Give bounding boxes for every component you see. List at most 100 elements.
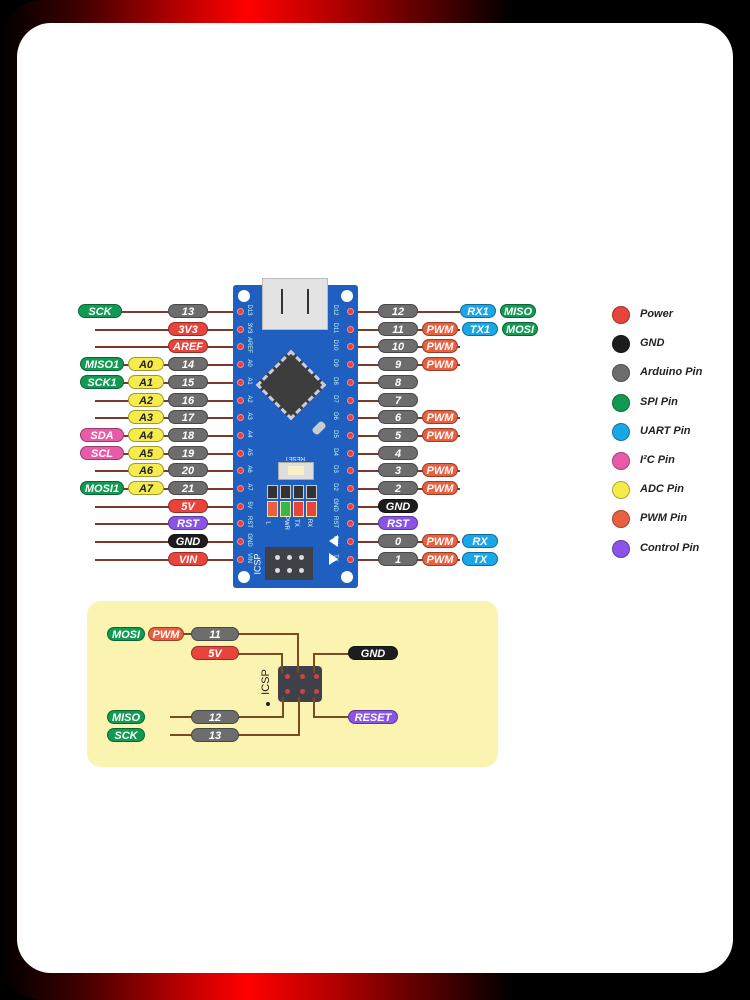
board-pin-label: D12: [332, 304, 338, 316]
pin-wire: [95, 399, 240, 402]
pin-wire: [95, 452, 240, 455]
pin-tag-pwm: PWM: [422, 357, 458, 372]
legend-label: ADC Pin: [640, 483, 684, 496]
pin-wire: [95, 328, 240, 331]
reset-button[interactable]: [278, 462, 314, 480]
reset-label: RESET: [285, 455, 306, 461]
board-pin-label: A7: [246, 483, 252, 491]
pin-pad: [347, 449, 354, 457]
pin-wire: [95, 346, 240, 349]
pin-pad: [237, 325, 244, 333]
pin-tag-a5: A5: [128, 445, 164, 460]
pin-pad: [347, 396, 354, 404]
pin-label-rst: RST: [168, 516, 208, 531]
pin-pad: [347, 502, 354, 510]
pin-pad: [237, 414, 244, 422]
icsp-wire: [314, 653, 354, 655]
pin-wire: [95, 558, 240, 561]
pin-tag-mosi: MOSI: [502, 321, 538, 336]
led-label: L: [264, 521, 271, 525]
icsp-header: [265, 547, 313, 580]
pin-wire: [95, 364, 240, 367]
icsp-pin-12: 12: [191, 710, 239, 724]
resistor: [306, 485, 317, 499]
pin-tag-tx1: TX1: [462, 321, 498, 336]
icsp-5v: 5V: [191, 646, 239, 660]
pin-wire: [95, 311, 240, 313]
usb-connector: [262, 278, 328, 330]
pin-pad: [237, 502, 244, 510]
board-pin-label: D5: [332, 430, 338, 438]
legend-dot-icon: [612, 364, 630, 383]
icsp-wire: [297, 633, 299, 673]
board-pin-label: A1: [246, 377, 252, 385]
pin-pad: [237, 485, 244, 492]
icsp-pin-11: 11: [191, 627, 239, 641]
legend-label: Control Pin: [640, 541, 700, 554]
led-label: TX: [292, 519, 299, 527]
legend-label: Power: [640, 308, 674, 320]
pin-label-4: 4: [378, 445, 418, 460]
legend-dot-icon: [612, 481, 630, 500]
pin-label-vin: VIN: [168, 551, 208, 566]
pin-label-5: 5: [378, 427, 418, 442]
pin-label-12: 12: [378, 304, 418, 318]
pin-label-5v: 5V: [168, 498, 208, 513]
pin-pad: [237, 520, 244, 528]
pin-pad: [237, 467, 244, 475]
legend-dot-icon: [612, 539, 630, 558]
led-rx: [306, 501, 317, 517]
legend-label: UART Pin: [640, 424, 691, 437]
legend-dot-icon: [612, 335, 630, 354]
pin-label-20: 20: [168, 463, 208, 478]
pin-pad: [347, 343, 354, 351]
mount-hole: [341, 571, 353, 583]
pin-tag-sda: SDA: [80, 427, 124, 442]
pin-label-8: 8: [378, 374, 418, 389]
pin-pad: [347, 538, 354, 546]
resistor: [280, 485, 291, 499]
board-pin-label: D2: [332, 483, 338, 491]
pin-label-10: 10: [378, 339, 418, 354]
icsp-pwm-tag: PWM: [148, 627, 184, 641]
pin-pad: [237, 361, 244, 369]
icsp-wire: [281, 653, 283, 673]
pin-tag-pwm: PWM: [422, 339, 458, 354]
pin-wire: [95, 434, 240, 437]
pin-wire: [350, 399, 390, 402]
pin-label-aref: AREF: [168, 339, 208, 354]
pin-label-7: 7: [378, 392, 418, 407]
pin-label-18: 18: [168, 427, 208, 442]
pin-pad: [347, 308, 354, 315]
pin-tag-a0: A0: [128, 357, 164, 372]
pin-wire: [95, 488, 240, 490]
icsp-label: ICSP: [259, 669, 272, 695]
pin-label-gnd: GND: [168, 534, 208, 549]
pin-tag-pwm: PWM: [422, 481, 458, 495]
legend-label: PWM Pin: [640, 512, 688, 525]
pin-wire: [350, 452, 390, 455]
pin-label-0: 0: [378, 534, 418, 549]
icsp-header: [278, 666, 322, 702]
pin-wire: [95, 541, 240, 544]
pin-tag-pwm: PWM: [422, 410, 458, 425]
pin-label-17: 17: [168, 410, 208, 425]
pin-tag-pwm: PWM: [422, 534, 458, 549]
board-pin-label: VIN: [246, 552, 252, 563]
pin-tag-pwm: PWM: [422, 463, 458, 478]
icsp-mosi-tag: MOSI: [107, 627, 145, 641]
icsp-pin: [285, 674, 290, 679]
pin1-dot-icon: [266, 702, 270, 706]
pin-tag-tx: TX: [462, 551, 498, 566]
pin-pad: [237, 396, 244, 404]
pin-tag-a6: A6: [128, 463, 164, 478]
pin-pad: [347, 431, 354, 439]
pin-tag-pwm: PWM: [422, 321, 458, 336]
pin-pad: [347, 325, 354, 333]
pin-pad: [347, 520, 354, 528]
legend-dot-icon: [612, 510, 630, 529]
icsp-wire: [298, 697, 300, 736]
pin-wire: [95, 470, 240, 473]
pin-pad: [347, 467, 354, 475]
